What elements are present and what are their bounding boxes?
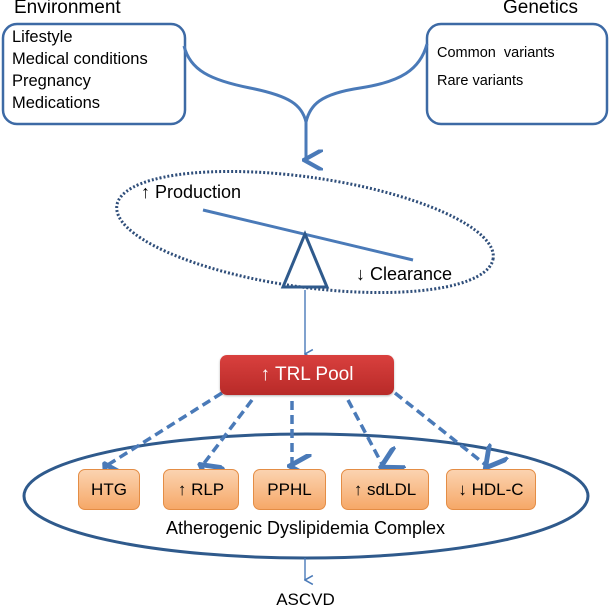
component-label: ↑ sdLDL: [353, 479, 417, 499]
production-label: ↑ Production: [141, 182, 242, 202]
trl-pool-label: ↑ TRL Pool: [260, 364, 354, 385]
trl-pool-box: ↑ TRL Pool: [220, 355, 394, 395]
environment-item: Medications: [12, 94, 101, 112]
seesaw-fulcrum: [280, 230, 330, 289]
complex-ellipse: [22, 432, 590, 560]
environment-item: Pregnancy: [12, 72, 91, 90]
outcome-label: ASCVD: [276, 590, 335, 609]
clearance-label: ↓ Clearance: [356, 264, 453, 284]
genetics-box: [425, 22, 609, 126]
environment-item: Medical conditions: [12, 50, 148, 68]
genetics-list: Common variants Rare variants: [437, 39, 555, 95]
balance-ellipse: [115, 169, 495, 295]
environment-heading: Environment: [14, 0, 121, 18]
genetics-heading: Genetics: [503, 0, 578, 18]
component-box-htg: HTG: [78, 469, 140, 510]
complex-label: Atherogenic Dyslipidemia Complex: [165, 518, 446, 538]
component-label: PPHL: [267, 479, 312, 499]
genetics-item: Common variants: [437, 45, 555, 61]
environment-item: Lifestyle: [12, 28, 73, 46]
trl-to-rlp-arrow: [202, 398, 254, 466]
component-label: ↓ HDL-C: [458, 479, 524, 499]
trl-to-sdldl-arrow: [346, 399, 383, 466]
trl-to-htg-arrow: [106, 391, 223, 466]
component-box-hdlc: ↓ HDL-C: [446, 469, 536, 510]
component-box-pphl: PPHL: [253, 469, 326, 510]
component-box-sdldl: ↑ sdLDL: [341, 469, 429, 510]
component-box-rlp: ↑ RLP: [163, 469, 239, 510]
component-label: HTG: [91, 479, 127, 499]
seesaw-beam: [202, 208, 414, 262]
merge-connector-right: [304, 43, 429, 123]
environment-box: [1, 22, 187, 126]
genetics-item: Rare variants: [437, 73, 524, 89]
trl-to-hdlc-arrow: [393, 391, 487, 466]
component-label: ↑ RLP: [177, 479, 225, 499]
merge-connector: [182, 45, 308, 123]
environment-list: Lifestyle Medical conditions Pregnancy M…: [12, 26, 148, 114]
